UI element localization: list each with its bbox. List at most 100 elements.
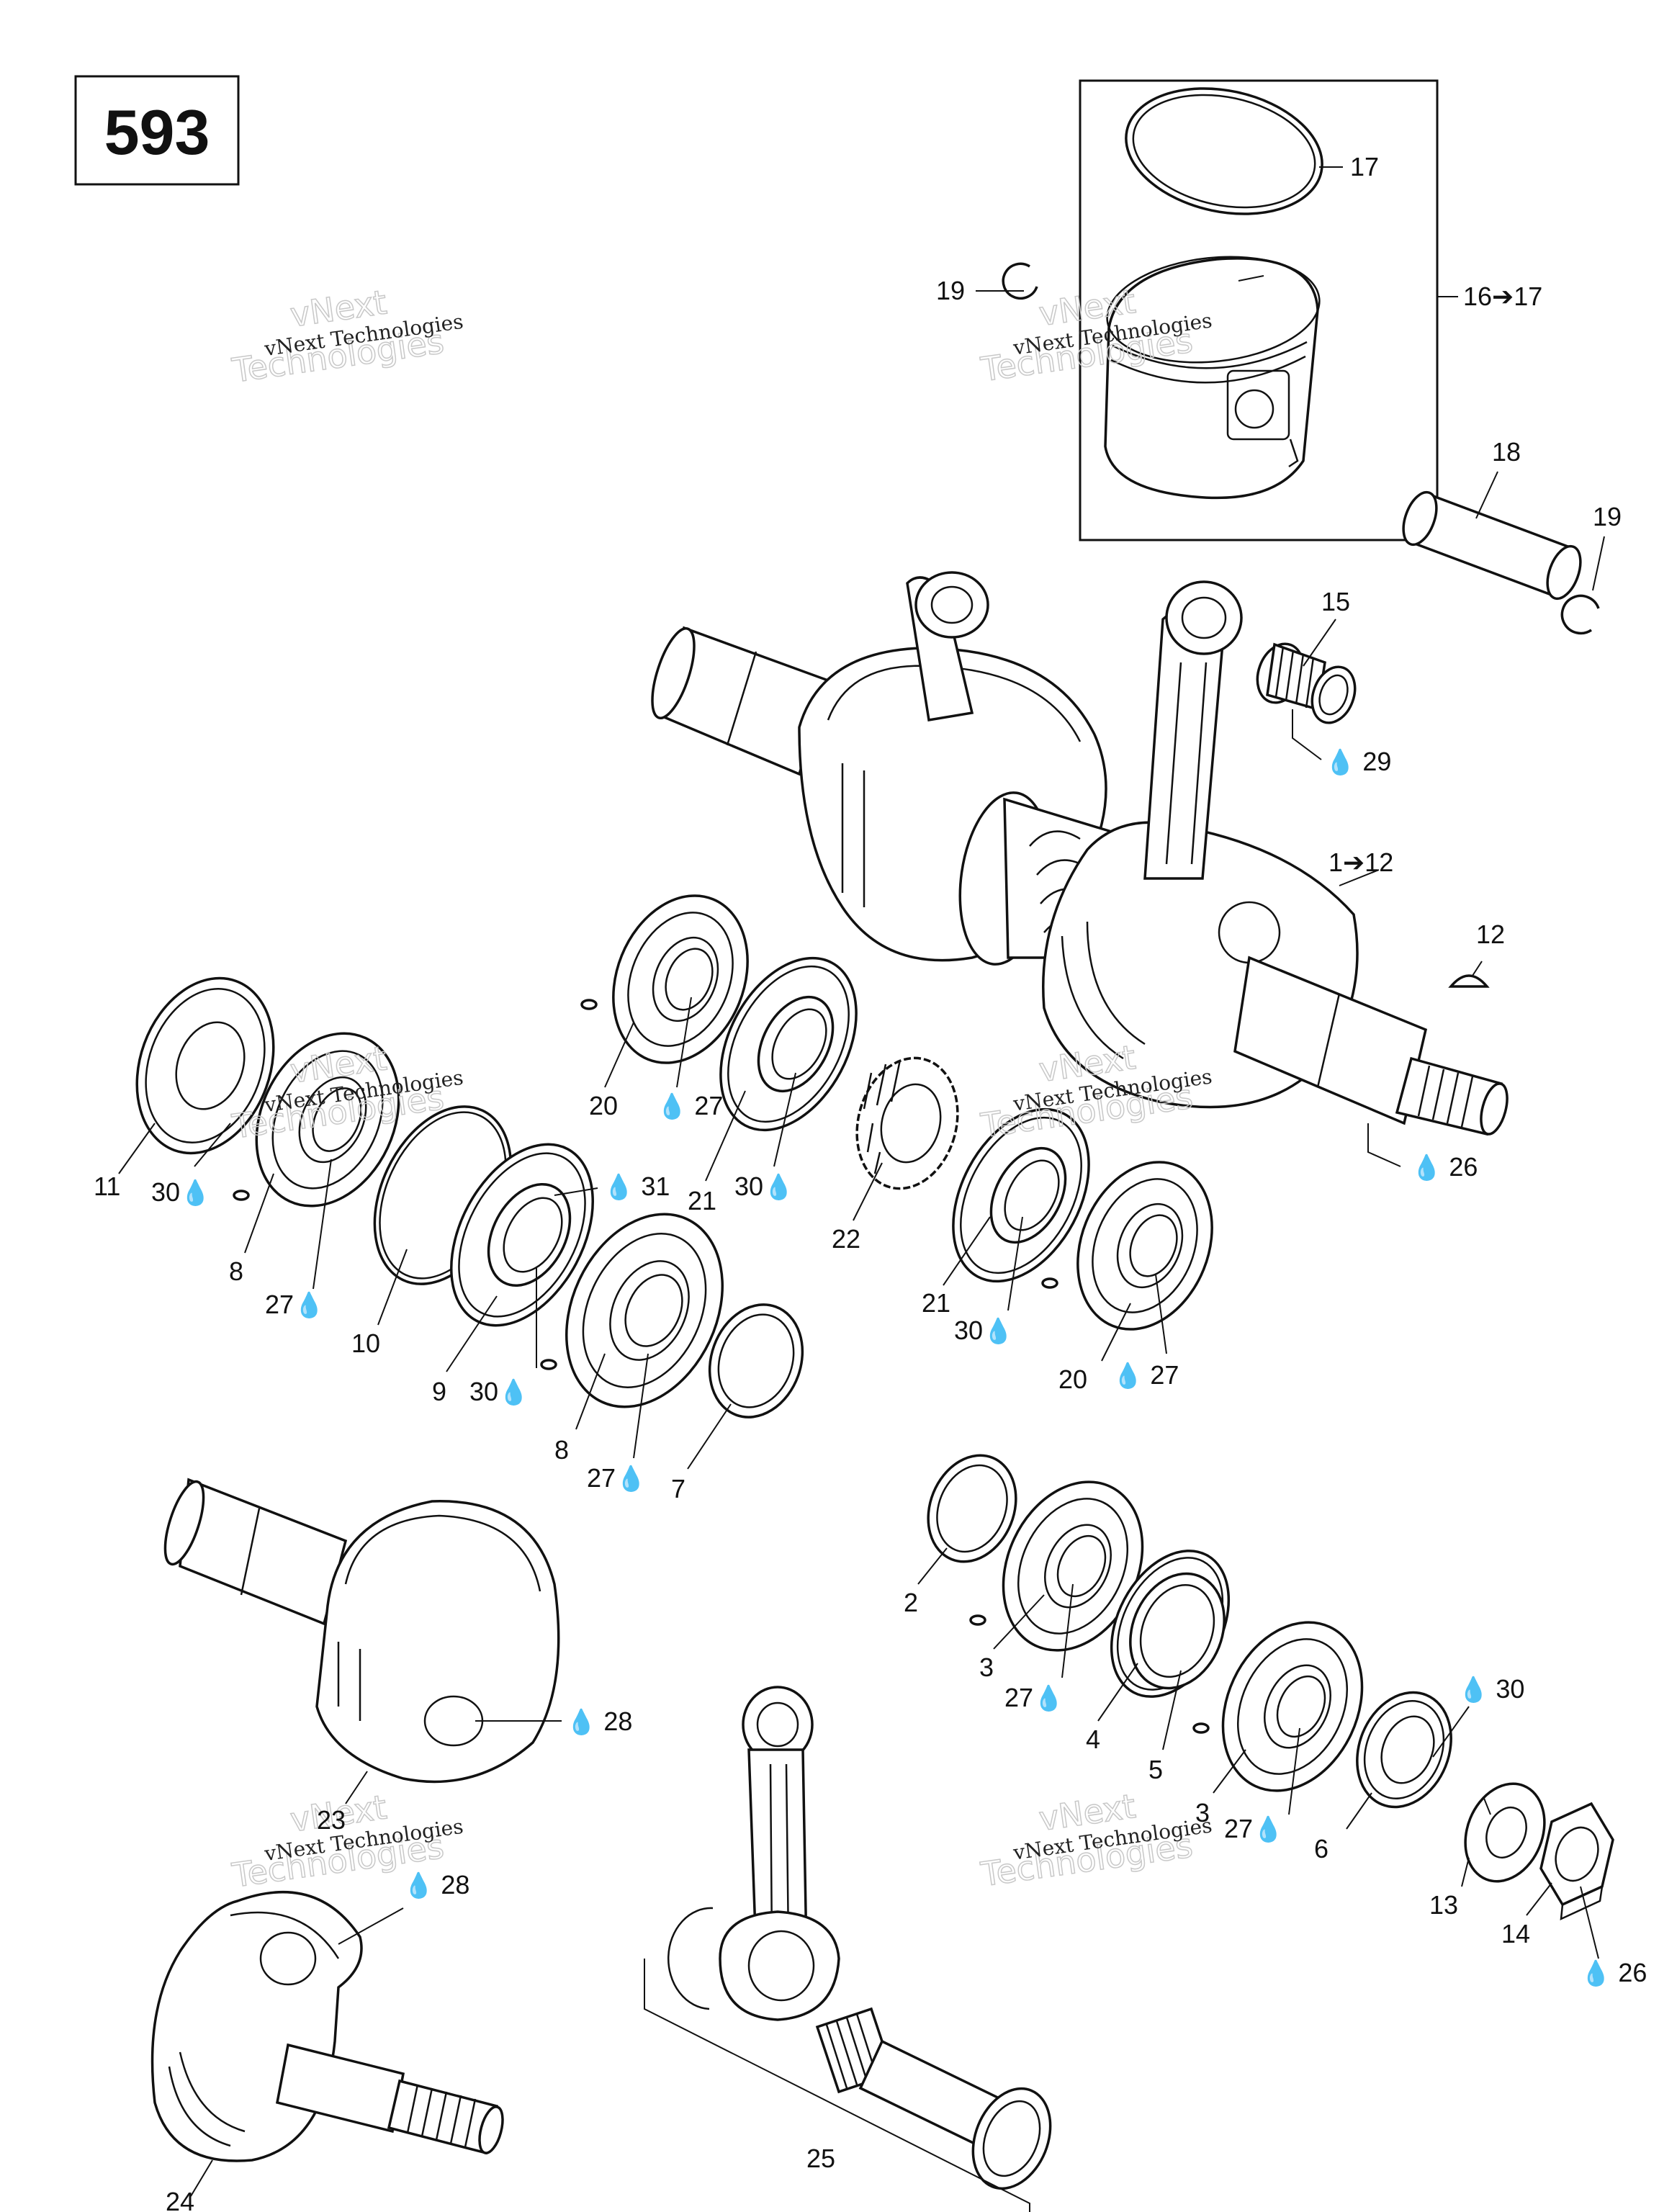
connecting-rod-part-25 [644,1686,1052,2212]
callout-21a: 21 [688,1186,716,1215]
callout-8b: 8 [554,1435,569,1465]
oil-drop-icon: 💧 [763,1173,793,1202]
callout-number: 31 [641,1172,670,1201]
callout-number: 30 [1496,1674,1524,1704]
callout-12: 12 [1476,920,1505,949]
callout-number: 26 [1618,1958,1647,1987]
callout-number: 16➔17 [1463,282,1542,311]
callout-28b: 💧 28 [403,1870,469,1900]
dowel-pin-part-f [1192,1722,1210,1734]
piston-part [1104,256,1321,500]
callout-number: 18 [1492,437,1521,467]
seal-part-21a [719,956,858,1132]
callout-number: 3 [979,1653,994,1682]
circlip-right-part [1560,594,1600,635]
watermark-top-left: vNext Technologies vNext Technologies [229,282,464,391]
oil-drop-icon: 💧 [603,1173,634,1202]
callout-29: 💧 29 [1325,747,1391,777]
callout-number: 21 [688,1186,716,1215]
callout-number: 12 [1476,920,1505,949]
callout-labels: 17 16➔17 19 18 19 15 💧 29 1➔12 12 💧 26 1… [94,152,1647,2212]
callout-20a: 20 [589,1091,618,1120]
oil-drop-icon: 💧 [498,1378,529,1407]
ball-bearing-part-3a [1002,1480,1144,1652]
oil-drop-icon: 💧 [1581,1959,1611,1988]
callout-17: 17 [1350,152,1379,181]
callout-number: 9 [432,1377,446,1406]
callout-number: 19 [936,276,965,305]
crankshaft-half-part-24 [150,1891,504,2162]
callout-number: 27 [1004,1683,1033,1712]
callout-15: 15 [1321,587,1350,616]
callout-number: 23 [317,1805,346,1835]
callout-9: 9 [432,1377,446,1406]
ball-bearing-part-3b [1221,1621,1364,1792]
callout-number: 8 [229,1256,243,1286]
callout-number: 25 [806,2144,835,2173]
dowel-pin-part-e [969,1614,986,1626]
crankshaft-half-part-23 [163,1478,560,1784]
ball-bearing-part-20b [1076,1161,1213,1331]
callout-number: 27 [1150,1360,1179,1390]
callout-18: 18 [1492,437,1521,467]
callout-6: 6 [1314,1834,1328,1863]
callout-number: 27 [1224,1814,1253,1843]
piston-ring-part [1125,87,1323,215]
callout-number: 20 [589,1091,618,1120]
lock-washer-part-13 [1464,1782,1546,1883]
callout-27d: 💧 27 [1112,1360,1179,1390]
callout-number: 6 [1314,1834,1328,1863]
callout-number: 27 [265,1290,294,1319]
callout-20b: 20 [1058,1364,1087,1394]
callout-number: 13 [1429,1890,1458,1920]
callout-number: 28 [603,1707,632,1736]
callout-7: 7 [671,1474,685,1503]
woodruff-key-part [1448,974,1490,988]
oil-drop-icon: 💧 [180,1179,210,1208]
callout-2: 2 [904,1588,918,1617]
dowel-pin-part-c [580,999,598,1010]
shim-ring-part-7 [708,1303,804,1419]
callout-26b: 💧 26 [1581,1958,1647,1988]
callout-number: 30 [469,1377,498,1406]
callout-number: 30 [734,1172,763,1201]
callout-number: 20 [1058,1364,1087,1394]
callout-number: 29 [1362,747,1391,776]
oil-drop-icon: 💧 [1033,1684,1064,1713]
oil-drop-icon: 💧 [1112,1362,1143,1390]
piston-pin-part [1402,490,1582,601]
callout-number: 30 [954,1316,983,1345]
dowel-pin-part-b [540,1359,557,1370]
callout-number: 30 [151,1177,180,1207]
oil-drop-icon: 💧 [1411,1154,1442,1182]
shim-part-2 [927,1454,1017,1563]
oil-drop-icon: 💧 [657,1092,687,1121]
spacer-part-5 [1129,1572,1226,1690]
callout-number: 26 [1449,1152,1478,1182]
callout-19a: 19 [936,276,965,305]
ball-bearing-part-20a [612,894,749,1064]
callout-25: 25 [806,2144,835,2173]
ball-bearing-part-8b [565,1213,724,1408]
callout-number: 2 [904,1588,918,1617]
callout-30e: 💧 30 [1458,1674,1524,1704]
callout-number: 27 [694,1091,723,1120]
callout-16: 16➔17 [1463,282,1542,311]
page-number-box: 593 [74,75,240,186]
callout-27b: 27💧 [587,1463,646,1493]
watermark-bottom-right: vNext Technologies vNext Technologies [978,1786,1213,1894]
callout-27c: 💧 27 [657,1091,723,1121]
oil-drop-icon: 💧 [1253,1815,1283,1844]
callout-number: 22 [832,1224,860,1254]
callout-number: 24 [166,2187,194,2212]
gear-part-22 [855,1056,959,1190]
callout-number: 19 [1593,502,1622,531]
callout-number: 3 [1195,1798,1210,1827]
callout-1: 1➔12 [1328,848,1393,877]
callout-number: 21 [922,1288,950,1318]
callout-8a: 8 [229,1256,243,1286]
oil-seal-part-6 [1356,1691,1452,1809]
callout-number: 28 [441,1870,469,1899]
callout-22: 22 [832,1224,860,1254]
callout-31: 💧 31 [603,1172,670,1202]
